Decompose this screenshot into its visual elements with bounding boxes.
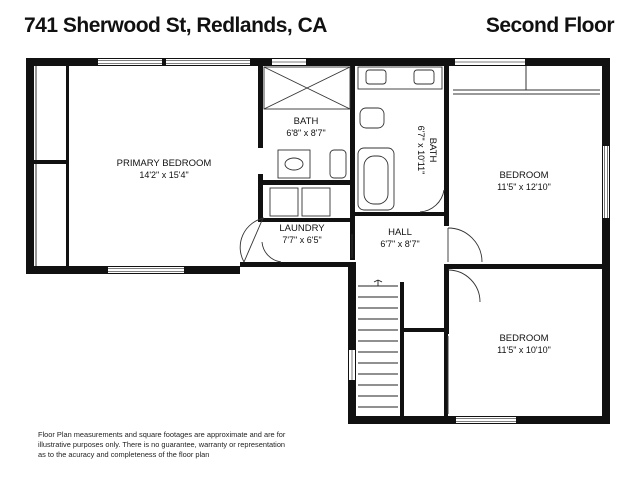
bath2-label: BATH	[427, 138, 438, 163]
disclaimer: Floor Plan measurements and square foota…	[38, 430, 308, 460]
bedroom1-label: BEDROOM	[499, 170, 548, 181]
disclaimer-line: Floor Plan measurements and square foota…	[38, 430, 286, 439]
bedroom2-dims: 11'5" x 10'10"	[497, 345, 551, 355]
bedroom1-dims: 11'5" x 12'10"	[497, 182, 551, 192]
staircase	[358, 279, 398, 408]
bedroom2-label: BEDROOM	[499, 333, 548, 344]
floor-title: Second Floor	[485, 14, 615, 37]
bath1-dims: 6'8" x 8'7"	[286, 128, 325, 138]
bath2-dims: 6'7" x 10'11"	[416, 126, 426, 175]
hall-dims: 6'7" x 8'7"	[380, 239, 419, 249]
windows	[98, 59, 609, 423]
disclaimer-line: illustrative purposes only. There is no …	[38, 440, 286, 449]
laundry-label: LAUNDRY	[279, 223, 325, 234]
bath2-fixtures	[357, 66, 443, 211]
laundry-dims: 7'7" x 6'5"	[282, 235, 321, 245]
room-labels: PRIMARY BEDROOM 14'2" x 15'4" BATH 6'8" …	[117, 116, 551, 355]
hall-label: HALL	[388, 227, 412, 238]
property-address: 741 Sherwood St, Redlands, CA	[24, 14, 327, 37]
interior-walls	[34, 66, 602, 416]
primary-bedroom-label: PRIMARY BEDROOM	[117, 158, 212, 169]
primary-bedroom-dims: 14'2" x 15'4"	[139, 170, 188, 180]
bath1-label: BATH	[294, 116, 319, 127]
disclaimer-line: as to the acuracy and completeness of th…	[38, 450, 210, 459]
door-swings	[239, 189, 483, 303]
closet-lines	[35, 66, 600, 414]
bath1-fixtures	[263, 66, 351, 217]
